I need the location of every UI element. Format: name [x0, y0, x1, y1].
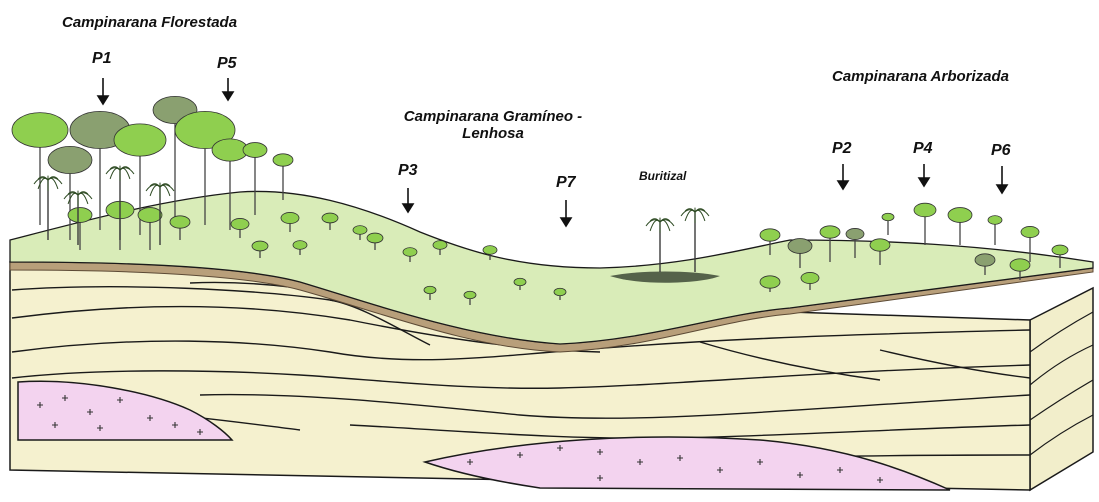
tree-icon	[988, 216, 1002, 245]
label-campinarana-graminea: Campinarana Gramíneo - Lenhosa	[393, 108, 593, 142]
label-p6: P6	[991, 142, 1011, 160]
arrow-p4	[919, 164, 929, 186]
label-graminea-line1: Campinarana Gramíneo -	[393, 108, 593, 125]
label-p1: P1	[92, 50, 112, 68]
label-campinarana-arborizada: Campinarana Arborizada	[832, 68, 1009, 85]
arrow-p6	[997, 166, 1007, 193]
arrow-p7	[561, 200, 571, 226]
tree-icon	[882, 213, 894, 235]
arrow-p3	[403, 188, 413, 212]
arrow-p1	[98, 78, 108, 104]
label-p3: P3	[398, 162, 418, 180]
tree-icon	[948, 208, 972, 245]
label-graminea-line2: Lenhosa	[393, 125, 593, 142]
arrow-p5	[223, 78, 233, 100]
block-side-face	[1030, 288, 1093, 490]
label-p7: P7	[556, 174, 576, 192]
label-buritizal: Buritizal	[639, 169, 686, 183]
tree-icon	[914, 203, 936, 245]
label-p5: P5	[217, 55, 237, 73]
label-p4: P4	[913, 140, 933, 158]
label-p2: P2	[832, 140, 852, 158]
arrow-p2	[838, 164, 848, 189]
label-campinarana-florestada: Campinarana Florestada	[62, 14, 237, 31]
